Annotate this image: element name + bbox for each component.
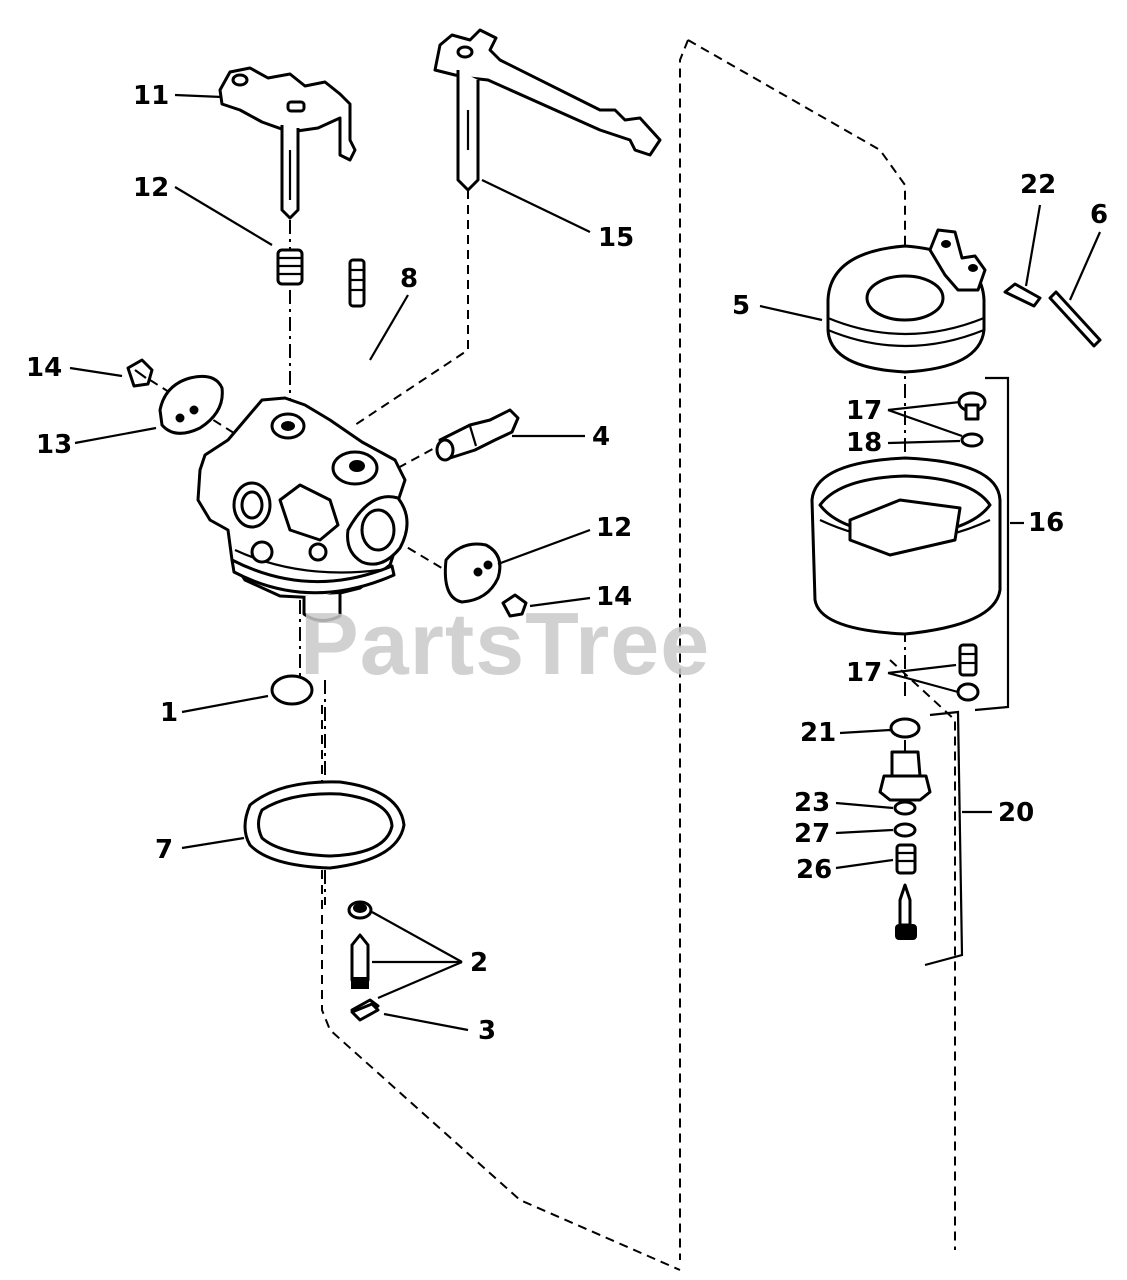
spring-part-8 xyxy=(348,258,366,308)
leader-5 xyxy=(759,304,823,322)
callout-6: 6 xyxy=(1090,200,1109,230)
callout-23: 23 xyxy=(794,788,831,818)
leader-27 xyxy=(835,828,894,835)
callout-1: 1 xyxy=(160,698,179,728)
leader-1 xyxy=(181,694,269,714)
callout-14-left: 14 xyxy=(26,353,63,383)
leader-17b1 xyxy=(887,663,957,675)
float-part-5 xyxy=(826,228,987,374)
inlet-needle-part-2 xyxy=(347,900,380,1020)
callout-26: 26 xyxy=(796,855,833,885)
leader-21 xyxy=(839,728,891,735)
callout-12-right: 12 xyxy=(596,513,633,543)
leader-14a xyxy=(69,366,123,378)
leader-12b xyxy=(497,528,591,566)
axis-screw-14 xyxy=(149,379,246,441)
fitting-part-4 xyxy=(435,408,520,462)
callout-2: 2 xyxy=(470,948,489,978)
leader-17b2 xyxy=(887,671,959,694)
callout-22: 22 xyxy=(1020,170,1057,200)
leader-2c xyxy=(377,960,463,1000)
leader-26 xyxy=(835,858,894,870)
callout-27: 27 xyxy=(794,819,831,849)
leader-6 xyxy=(1068,231,1102,301)
leader-18 xyxy=(887,439,961,445)
leader-14b xyxy=(529,596,591,608)
spring-part-26 xyxy=(895,843,917,875)
gasket-part-7 xyxy=(243,780,406,870)
leader-7 xyxy=(181,836,245,850)
screw-part-14-right xyxy=(501,593,528,618)
pin-part-3 xyxy=(350,1002,380,1022)
callout-18: 18 xyxy=(846,428,883,458)
callout-15: 15 xyxy=(598,223,635,253)
leader-23 xyxy=(835,801,894,810)
axis-4 xyxy=(384,444,441,476)
leader-22 xyxy=(1024,204,1042,287)
washer-part-21 xyxy=(889,717,921,739)
plate-part-12-right xyxy=(443,542,502,604)
float-bowl-part-16 xyxy=(810,456,1002,636)
hinge-pin-part-6 xyxy=(1048,290,1102,348)
callout-20: 20 xyxy=(998,798,1035,828)
washer-part-18 xyxy=(960,432,984,448)
callout-21: 21 xyxy=(800,718,837,748)
screw-part-17-top xyxy=(957,391,987,421)
spring-part-12-top xyxy=(276,248,304,286)
plug-part-1 xyxy=(270,674,314,706)
leader-12a xyxy=(174,186,273,246)
bracket-16 xyxy=(974,376,1010,712)
callout-5: 5 xyxy=(732,291,751,321)
bracket-20 xyxy=(924,710,964,967)
callout-8: 8 xyxy=(400,264,419,294)
leader-3 xyxy=(383,1012,469,1032)
assembly-boundary-left xyxy=(321,705,681,1271)
axis-12b xyxy=(394,539,446,571)
callout-17-bottom: 17 xyxy=(846,658,883,688)
pin-part-22 xyxy=(1003,282,1042,308)
leader-2a xyxy=(371,911,463,963)
callout-7: 7 xyxy=(155,835,174,865)
leader-8 xyxy=(369,294,409,361)
callout-17-top: 17 xyxy=(846,396,883,426)
callout-3: 3 xyxy=(478,1016,497,1046)
partstree-watermark: PartsTree xyxy=(300,594,711,693)
axis-throttle xyxy=(354,190,469,426)
callout-13: 13 xyxy=(36,430,73,460)
leader-15 xyxy=(481,179,591,233)
leader-17a2 xyxy=(887,408,963,438)
callout-11: 11 xyxy=(133,81,170,111)
callout-12-top: 12 xyxy=(133,173,170,203)
washer-part-23 xyxy=(893,800,917,816)
spring-part-17-bottom xyxy=(956,643,980,702)
callout-4: 4 xyxy=(592,422,611,452)
idle-needle xyxy=(895,883,917,940)
leader-13 xyxy=(74,426,157,445)
choke-lever-part-11 xyxy=(218,66,357,220)
choke-plate-part-13 xyxy=(158,374,224,435)
carburetor-body xyxy=(196,396,409,622)
assembly-boundary-top xyxy=(679,39,689,1260)
leader-17a1 xyxy=(887,400,961,412)
bowl-nut-part-20 xyxy=(878,750,932,802)
callout-14-right: 14 xyxy=(596,582,633,612)
assembly-boundary xyxy=(687,39,956,1250)
callout-16: 16 xyxy=(1028,508,1065,538)
throttle-lever-part-15 xyxy=(433,28,662,192)
screw-part-14-left xyxy=(126,358,154,388)
leader-11 xyxy=(174,93,223,99)
washer-part-27 xyxy=(893,822,917,838)
